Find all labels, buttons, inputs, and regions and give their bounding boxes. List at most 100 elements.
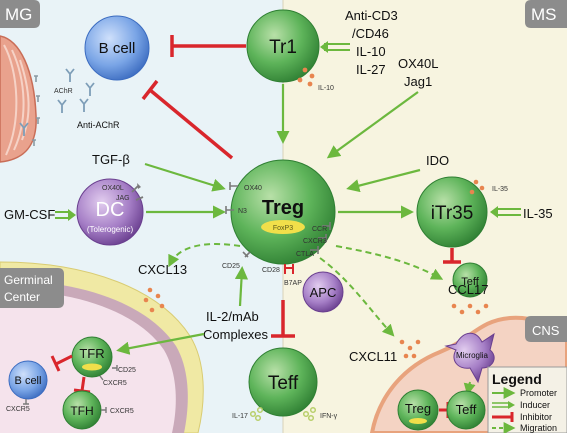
cxcl11-label: CXCL11 bbox=[349, 349, 397, 364]
treg-migration-cxcl13 bbox=[168, 243, 241, 268]
b7ap-label: B7AP bbox=[284, 280, 302, 287]
cxcr5-tfr-label: CXCR5 bbox=[103, 380, 127, 387]
legend-migration-label: Migration bbox=[520, 423, 557, 433]
ccl17-dots bbox=[451, 303, 489, 315]
cxcr5-tfh-label: CXCR5 bbox=[110, 408, 134, 415]
legend-promoter-label: Promoter bbox=[520, 388, 557, 398]
b-cell bbox=[84, 15, 150, 81]
treg-inhibits-teff bbox=[271, 300, 295, 338]
microglia-cell bbox=[444, 332, 495, 384]
dc-ligand-tip-1 bbox=[137, 183, 141, 189]
ifng-dots bbox=[302, 406, 317, 422]
il35-inducer-arrow bbox=[490, 206, 521, 218]
cxcl13-label: CXCL13 bbox=[138, 262, 187, 277]
ms-tab bbox=[525, 0, 567, 28]
il35-label: IL-35 bbox=[523, 206, 553, 221]
cd25-tfr-label: CD25 bbox=[118, 367, 136, 374]
il2-complex-line2: Complexes bbox=[203, 327, 269, 342]
cd28-b7-bond bbox=[284, 264, 294, 274]
mg-tab bbox=[0, 0, 40, 28]
dc-jag-label: JAG bbox=[116, 195, 130, 202]
ccr-label: CCR bbox=[312, 226, 327, 233]
achr-receptors bbox=[32, 75, 40, 146]
tr1-inducer-4: IL-27 bbox=[356, 62, 386, 77]
b-cell-label: B cell bbox=[99, 40, 136, 57]
ox40l-to-treg-arrow bbox=[326, 91, 419, 159]
tr1-inducer-3: IL-10 bbox=[356, 44, 386, 59]
ifng-label: IFN-γ bbox=[320, 413, 338, 420]
cxcr5-b-label: CXCR5 bbox=[6, 406, 30, 413]
legend-box bbox=[487, 366, 567, 433]
ox40l-jag1-line2: Jag1 bbox=[404, 74, 432, 89]
legend-inhibitor-label: Inhibitor bbox=[520, 412, 552, 422]
cxcl13-dots bbox=[143, 287, 165, 313]
tfr-receptors bbox=[99, 365, 118, 381]
il2-to-tfr-arrow bbox=[116, 332, 205, 355]
teff-cns-label: Teff bbox=[456, 402, 477, 417]
gmcsf-inducer-arrow bbox=[55, 209, 76, 221]
dc-ox40l-label: OX40L bbox=[102, 185, 124, 192]
itr35-cell bbox=[416, 176, 488, 248]
tgfb-to-treg-arrow bbox=[144, 162, 226, 192]
tr1-inducer-1: Anti-CD3 bbox=[345, 8, 398, 23]
foxp3-label: FoxP3 bbox=[273, 225, 293, 232]
ox40l-jag1-line1: OX40L bbox=[398, 56, 438, 71]
teff-small-cell bbox=[452, 262, 488, 298]
cns-tab bbox=[525, 316, 567, 342]
tfr-foxp3 bbox=[82, 363, 102, 371]
il35-small-label: IL-35 bbox=[492, 186, 508, 193]
ccl17-label: CCL17 bbox=[448, 282, 488, 297]
cxcr3-label: CXCR3 bbox=[303, 238, 327, 245]
apc-cell bbox=[302, 271, 344, 313]
tr1-inducer-2: /CD46 bbox=[352, 26, 389, 41]
treg-label: Treg bbox=[262, 197, 304, 219]
teff-cell bbox=[248, 347, 318, 417]
ox40-label: OX40 bbox=[244, 185, 262, 192]
teff-cns-cell bbox=[446, 390, 486, 430]
cd28-label: CD28 bbox=[262, 267, 280, 274]
treg-cns-cell bbox=[397, 389, 439, 431]
b-cell-small-label: B cell bbox=[15, 375, 42, 387]
gmcsf-label: GM-CSF bbox=[4, 207, 55, 222]
il17-dots bbox=[249, 406, 264, 422]
b-cell-receptor bbox=[23, 399, 29, 405]
mg-label: MG bbox=[5, 5, 32, 24]
legend-title: Legend bbox=[492, 371, 542, 387]
muscle-tissue bbox=[0, 35, 37, 163]
treg-cell bbox=[230, 159, 336, 265]
il35-dots bbox=[469, 179, 485, 195]
il2-complex-line1: IL-2/mAb bbox=[206, 309, 259, 324]
ms-label: MS bbox=[531, 5, 557, 24]
treg-receptors bbox=[225, 182, 331, 258]
il2-to-treg-arrow bbox=[234, 266, 249, 307]
tr1-cell bbox=[246, 9, 320, 83]
treg-migration-cxcl11 bbox=[319, 257, 395, 337]
legend-inducer-label: Inducer bbox=[520, 400, 550, 410]
cxcl11-dots bbox=[399, 339, 421, 359]
microglia-label: Microglia bbox=[456, 351, 489, 360]
treg-migration-ccl17 bbox=[335, 245, 444, 280]
germinal-label-1: Germinal bbox=[4, 273, 53, 287]
dc-cell bbox=[76, 178, 144, 246]
ido-to-treg-arrow bbox=[346, 168, 421, 193]
cd25-label: CD25 bbox=[222, 263, 240, 270]
apc-label: APC bbox=[310, 285, 337, 300]
germinal-label-2: Center bbox=[4, 290, 40, 304]
tfh-receptor bbox=[101, 407, 107, 413]
dc-ligands bbox=[131, 185, 144, 201]
tfr-label: TFR bbox=[79, 346, 104, 361]
anti-achr-label: Anti-AChR bbox=[77, 120, 120, 130]
foxp3-nucleus bbox=[261, 220, 305, 234]
treg-cns-label: Treg bbox=[405, 401, 431, 416]
il10-dots bbox=[297, 67, 315, 87]
legend-inhibitor-key bbox=[492, 412, 514, 422]
treg-inhibits-bcell bbox=[141, 79, 234, 160]
dc-label: DC bbox=[96, 199, 125, 221]
il10-small-label: IL-10 bbox=[318, 85, 334, 92]
germinal-tab bbox=[0, 268, 64, 308]
achr-label: AChR bbox=[54, 88, 73, 95]
tr1-label: Tr1 bbox=[269, 37, 297, 58]
dc-sub-label: (Tolerogenic) bbox=[87, 225, 134, 234]
tgfb-label: TGF-β bbox=[92, 152, 130, 167]
